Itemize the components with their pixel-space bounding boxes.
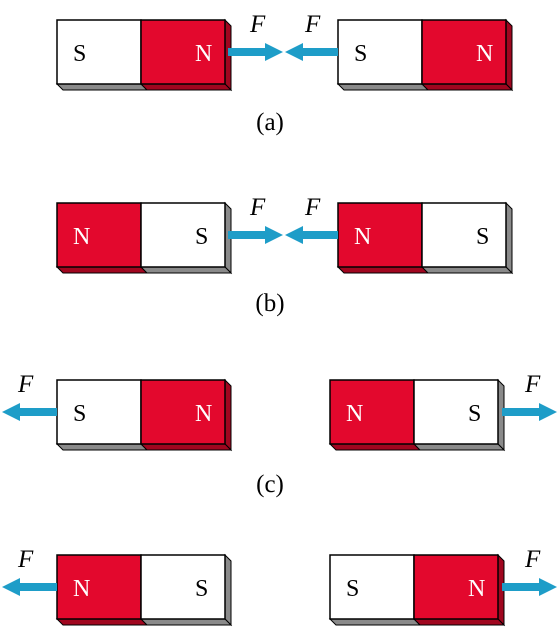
pole-label: N bbox=[468, 576, 485, 602]
magnet-bottom-edge bbox=[336, 83, 430, 91]
pole-label: S bbox=[73, 41, 86, 67]
south-pole bbox=[56, 379, 142, 445]
pole-label: S bbox=[476, 224, 489, 250]
south-pole bbox=[56, 19, 142, 85]
magnet-bottom-edge bbox=[412, 618, 506, 626]
south-pole bbox=[140, 202, 226, 268]
magnet-bottom-edge bbox=[139, 266, 233, 274]
south-pole bbox=[413, 379, 499, 445]
pole-label: S bbox=[468, 401, 481, 427]
force-arrow bbox=[2, 403, 57, 421]
north-pole bbox=[337, 202, 423, 268]
pole-label: N bbox=[346, 401, 363, 427]
force-label: F bbox=[17, 546, 34, 573]
force-arrow bbox=[502, 403, 557, 421]
magnet-bottom-edge bbox=[139, 83, 233, 91]
force-label: F bbox=[304, 11, 321, 38]
force-arrow bbox=[228, 43, 283, 61]
force-label: F bbox=[17, 371, 34, 398]
magnet-bottom-edge bbox=[328, 443, 422, 451]
panel-caption: (c) bbox=[256, 471, 284, 498]
north-pole bbox=[421, 19, 507, 85]
north-pole bbox=[413, 554, 499, 620]
panel-caption: (b) bbox=[255, 290, 284, 317]
magnet-bottom-edge bbox=[139, 443, 233, 451]
force-arrow bbox=[285, 226, 338, 244]
magnet-side-edge bbox=[505, 201, 513, 275]
magnet-bottom-edge bbox=[420, 83, 514, 91]
force-label: F bbox=[524, 546, 541, 573]
south-pole bbox=[337, 19, 423, 85]
pole-label: N bbox=[476, 41, 493, 67]
north-pole bbox=[56, 202, 142, 268]
pole-label: N bbox=[73, 576, 90, 602]
south-pole bbox=[140, 554, 226, 620]
south-pole bbox=[421, 202, 507, 268]
pole-label: S bbox=[346, 576, 359, 602]
force-label: F bbox=[524, 371, 541, 398]
magnet-bottom-edge bbox=[55, 266, 149, 274]
pole-label: N bbox=[195, 401, 212, 427]
magnet-bottom-edge bbox=[55, 83, 149, 91]
magnet-side-edge bbox=[224, 378, 232, 452]
panel-2: N S N S F F (b) bbox=[55, 194, 514, 317]
pole-label: S bbox=[195, 224, 208, 250]
force-label: F bbox=[249, 11, 266, 38]
magnet-bottom-edge bbox=[328, 618, 422, 626]
north-pole bbox=[140, 19, 226, 85]
magnet-bottom-edge bbox=[420, 266, 514, 274]
force-arrow bbox=[285, 43, 338, 61]
pole-label: S bbox=[73, 401, 86, 427]
pole-label: S bbox=[354, 41, 367, 67]
force-arrow bbox=[228, 226, 283, 244]
force-label: F bbox=[249, 194, 266, 221]
panel-1: S N S N F F (a) bbox=[55, 11, 514, 136]
magnet-bottom-edge bbox=[55, 443, 149, 451]
pole-label: S bbox=[195, 576, 208, 602]
magnet-bottom-edge bbox=[139, 618, 233, 626]
pole-label: N bbox=[195, 41, 212, 67]
magnet-bottom-edge bbox=[336, 266, 430, 274]
pole-label: N bbox=[73, 224, 90, 250]
panel-caption: (a) bbox=[256, 109, 284, 136]
force-arrow bbox=[502, 578, 557, 596]
north-pole bbox=[56, 554, 142, 620]
force-label: F bbox=[304, 194, 321, 221]
pole-label: N bbox=[354, 224, 371, 250]
panel-3: S N N S F F (c) bbox=[2, 371, 557, 498]
north-pole bbox=[329, 379, 415, 445]
panel-4: N S S N F F bbox=[2, 546, 557, 627]
force-arrow bbox=[2, 578, 57, 596]
magnet-bottom-edge bbox=[412, 443, 506, 451]
south-pole bbox=[329, 554, 415, 620]
magnet-bottom-edge bbox=[55, 618, 149, 626]
magnet-side-edge bbox=[224, 553, 232, 627]
north-pole bbox=[140, 379, 226, 445]
magnet-side-edge bbox=[505, 18, 513, 92]
